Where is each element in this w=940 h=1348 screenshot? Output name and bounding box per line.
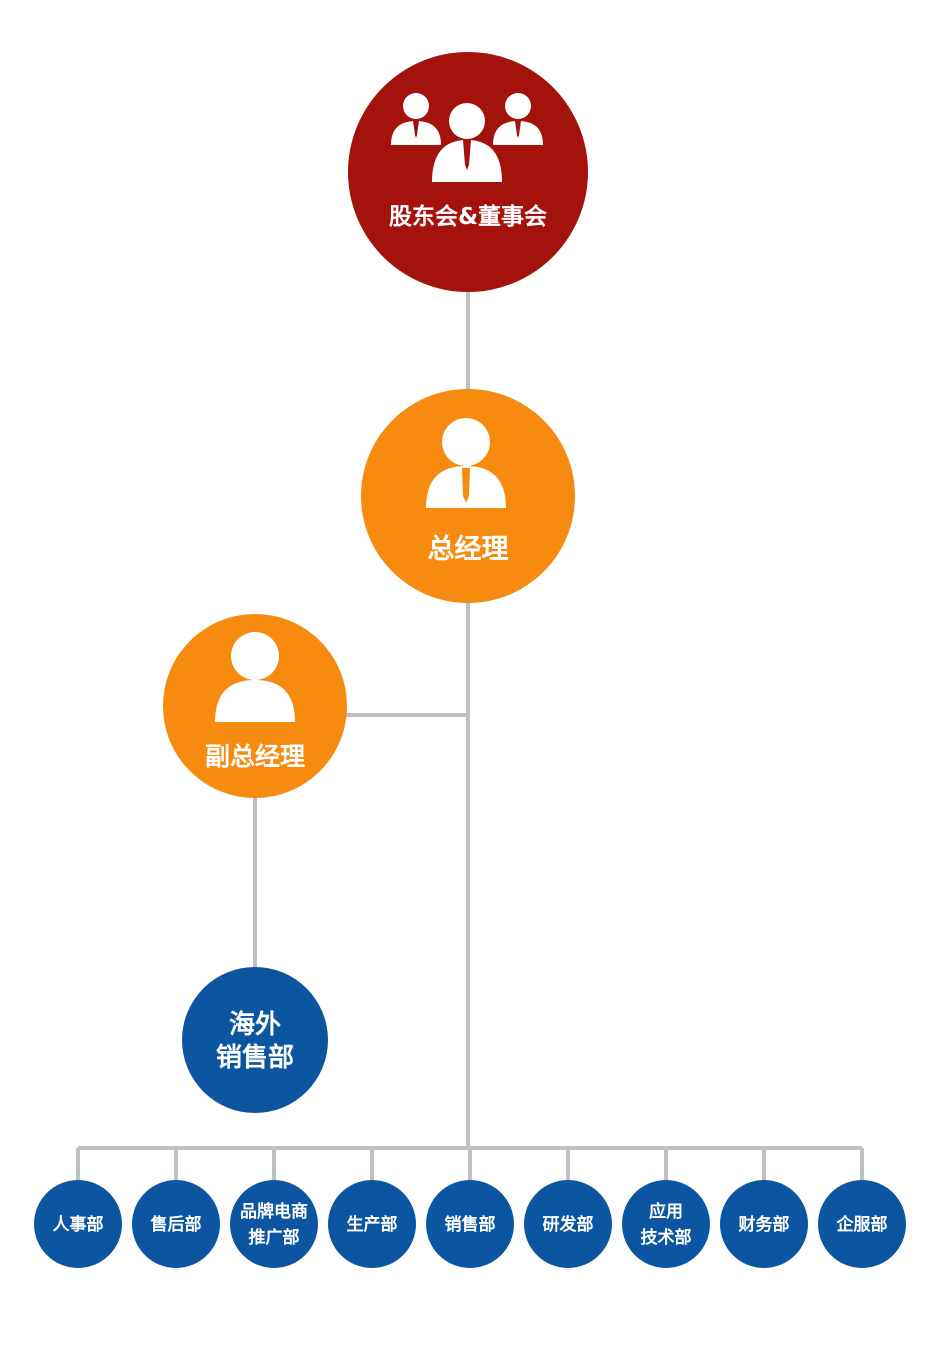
board-node: 股东会&董事会 — [348, 52, 588, 292]
department-node: 生产部 — [328, 1180, 416, 1268]
department-label: 品牌电商 — [240, 1201, 308, 1222]
department-label: 应用 — [649, 1201, 683, 1222]
person-with-tie-icon — [426, 418, 506, 508]
department-label: 研发部 — [543, 1214, 594, 1235]
department-label: 技术部 — [641, 1227, 692, 1248]
deputy-manager-node: 副总经理 — [163, 614, 347, 798]
general-manager-label: 总经理 — [428, 533, 509, 565]
department-circle — [622, 1180, 710, 1268]
board-label: 股东会&董事会 — [389, 203, 547, 230]
department-circle — [524, 1180, 612, 1268]
department-node: 研发部 — [524, 1180, 612, 1268]
department-label: 售后部 — [151, 1214, 202, 1235]
department-node: 财务部 — [720, 1180, 808, 1268]
department-circle — [34, 1180, 122, 1268]
department-circle — [132, 1180, 220, 1268]
department-circle — [818, 1180, 906, 1268]
overseas-sales-label-line-1: 海外 — [229, 1010, 281, 1040]
department-node: 售后部 — [132, 1180, 220, 1268]
department-circle — [720, 1180, 808, 1268]
department-node: 企服部 — [818, 1180, 906, 1268]
department-label: 生产部 — [347, 1214, 398, 1235]
department-circle — [426, 1180, 514, 1268]
department-label: 销售部 — [445, 1214, 496, 1235]
department-label: 人事部 — [53, 1214, 104, 1235]
department-drop-lines — [76, 1148, 864, 1180]
overseas-sales-label-line-2: 销售部 — [216, 1042, 294, 1073]
department-circle — [328, 1180, 416, 1268]
overseas-sales-circle — [182, 967, 328, 1113]
department-node: 销售部 — [426, 1180, 514, 1268]
person-icon — [215, 632, 295, 722]
connectors — [76, 290, 864, 1180]
department-label: 推广部 — [249, 1227, 300, 1248]
department-circle — [230, 1180, 318, 1268]
group-of-people-icon — [391, 93, 543, 185]
general-manager-node: 总经理 — [361, 389, 575, 603]
deputy-manager-label: 副总经理 — [205, 742, 305, 771]
department-node: 人事部 — [34, 1180, 122, 1268]
department-label: 企服部 — [836, 1214, 888, 1235]
overseas-sales-node: 海外 销售部 — [182, 967, 328, 1113]
department-label: 财务部 — [738, 1214, 790, 1235]
